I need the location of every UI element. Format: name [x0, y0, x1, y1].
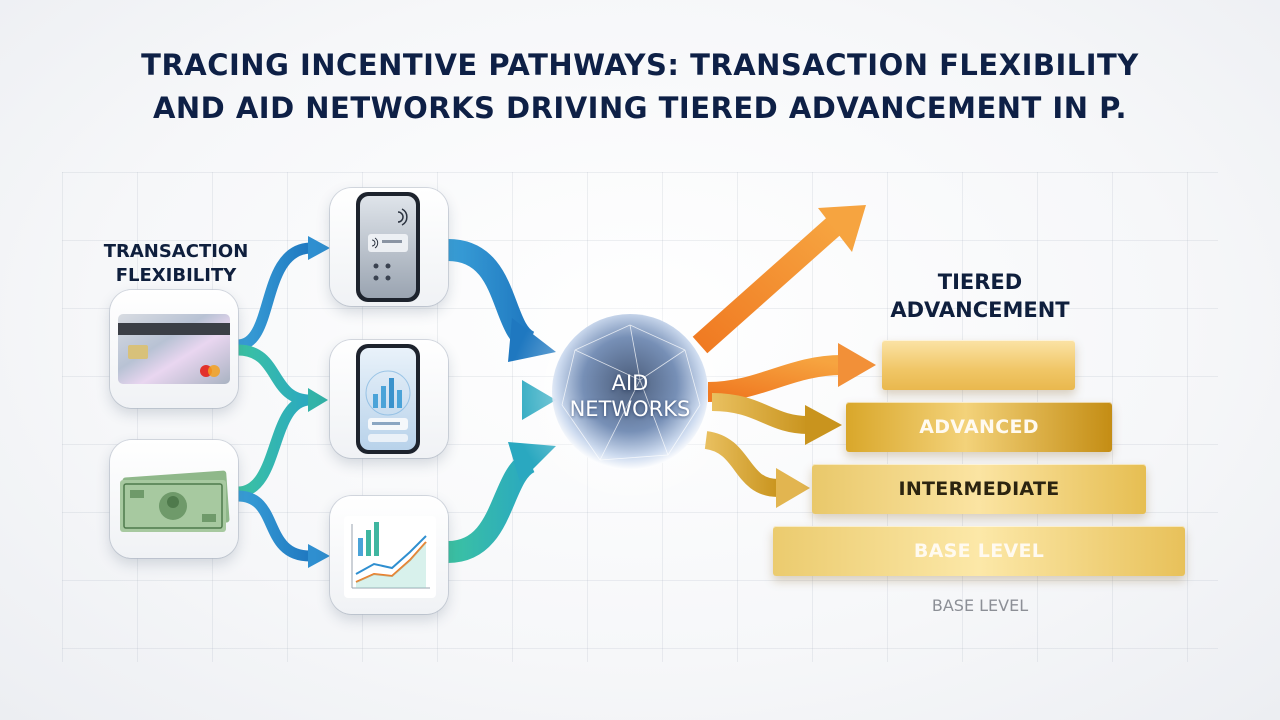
tier-intermediate-label: INTERMEDIATE — [898, 478, 1060, 500]
hub-line-1: AID — [611, 371, 649, 395]
right-label-line-1: TIERED — [937, 270, 1023, 294]
mobile-analytics-tile — [330, 340, 448, 458]
right-label-line-2: ADVANCEMENT — [890, 298, 1070, 322]
arrow-head-phone — [308, 236, 330, 260]
growth-chart-tile — [330, 496, 448, 614]
credit-card-tile — [110, 290, 238, 408]
tier-base-label: BASE LEVEL — [913, 540, 1045, 562]
arrow-hub-to-top — [692, 216, 843, 354]
arrow-hub-to-tier1 — [707, 355, 843, 402]
page-title: TRACING INCENTIVE PATHWAYS: TRANSACTION … — [0, 44, 1280, 130]
arrow-head-top — [818, 205, 866, 252]
cash-tile — [110, 440, 238, 558]
line-chart-icon — [344, 516, 436, 598]
arrow-head-tier3 — [776, 468, 810, 508]
arrow-chart-to-hub — [446, 451, 536, 563]
arrow-head-chart — [308, 544, 330, 568]
transaction-flexibility-label: TRANSACTION FLEXIBILITY — [86, 240, 266, 288]
hub-line-2: NETWORKS — [569, 397, 691, 421]
base-level-footnote: BASE LEVEL — [931, 596, 1029, 615]
tiered-advancement-label: TIERED ADVANCEMENT — [860, 268, 1100, 324]
title-line-2: AND AID NETWORKS DRIVING TIERED ADVANCEM… — [152, 91, 1128, 125]
arrow-card-to-phone — [237, 242, 311, 351]
arrow-head-mid — [308, 388, 328, 412]
title-line-1: TRACING INCENTIVE PATHWAYS: TRANSACTION … — [141, 48, 1139, 82]
cash-bills-icon — [120, 470, 230, 532]
phone-bar-chart — [365, 370, 411, 442]
hub-sphere — [552, 314, 708, 470]
arrow-head-tier2 — [805, 405, 842, 445]
aid-networks-label: AID NETWORKS — [540, 370, 720, 422]
tier-advanced-bar: ADVANCED — [846, 402, 1112, 452]
hub-network-lines — [561, 324, 701, 461]
tier-base-bar: BASE LEVEL — [773, 526, 1185, 576]
left-label-line-2: FLEXIBILITY — [115, 265, 237, 286]
tier-intermediate-bar: INTERMEDIATE — [812, 464, 1146, 514]
tier-advanced-label: ADVANCED — [919, 416, 1039, 438]
arrow-hub-to-tier2 — [711, 393, 809, 434]
phone-bar-chart-icon — [356, 344, 420, 454]
arrow-cash-to-chart — [237, 490, 311, 562]
contactless-symbol — [368, 208, 408, 281]
arrow-cash-to-mid — [237, 394, 311, 498]
mobile-payment-tile — [330, 188, 448, 306]
credit-card-icon — [118, 314, 230, 384]
arrow-card-to-mid — [237, 344, 311, 406]
contactless-phone-icon — [356, 192, 420, 302]
tier-top-bar — [882, 340, 1075, 390]
arrow-head-tier1 — [838, 343, 876, 387]
left-label-line-1: TRANSACTION — [103, 241, 249, 262]
arrow-hub-to-tier3 — [704, 431, 779, 497]
